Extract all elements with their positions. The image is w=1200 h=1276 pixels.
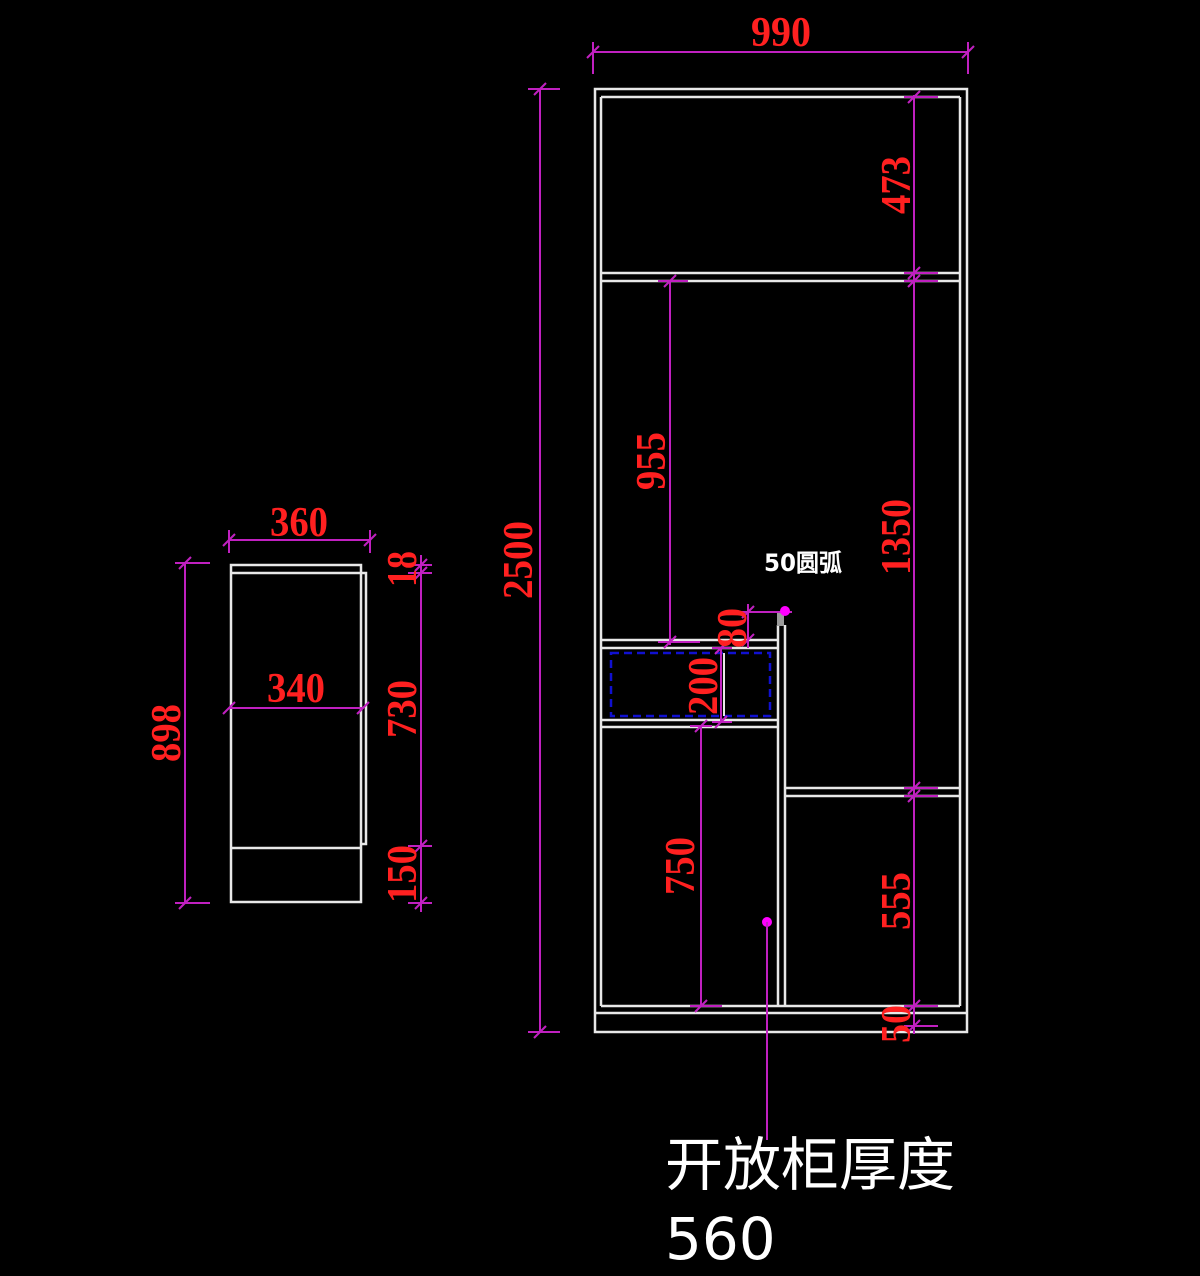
front-height-label: 2500	[496, 521, 542, 599]
drawer-height-label: 200	[681, 657, 727, 715]
thickness-caption-title: 开放柜厚度	[665, 1131, 956, 1199]
arc-note-label: 50圆弧	[764, 549, 842, 577]
inner-lower-label: 750	[658, 837, 704, 895]
front-right-base-label: 50	[874, 1005, 920, 1043]
side-mid-segment-label: 730	[380, 680, 426, 738]
thickness-caption-value: 560	[665, 1205, 776, 1273]
side-height-dimension	[175, 556, 210, 910]
front-width-label: 990	[751, 10, 811, 56]
inner-lower-dimension	[690, 719, 722, 1013]
side-segment-dimensions	[408, 555, 432, 912]
front-width-dimension	[586, 42, 975, 74]
front-right-top-label: 473	[874, 156, 920, 214]
arc-corner-mark	[777, 612, 784, 626]
inner-upper-label: 955	[629, 432, 675, 490]
drawer-highlight	[609, 651, 772, 718]
front-right-bottom-label: 555	[874, 872, 920, 930]
front-view-outline	[593, 87, 969, 1034]
front-right-mid-label: 1350	[874, 499, 920, 575]
side-bottom-segment-label: 150	[380, 845, 426, 903]
drawer-gap-label: 80	[710, 608, 756, 648]
front-height-dimension	[528, 82, 560, 1039]
side-inner-dimension	[222, 701, 370, 715]
thickness-caption: 开放柜厚度 560	[665, 1128, 955, 1276]
side-height-label: 898	[144, 704, 190, 762]
side-width-label: 360	[270, 500, 328, 546]
side-view-outline	[229, 563, 368, 904]
front-right-dimensions	[904, 90, 938, 1034]
side-view: 360 340 898 18 730	[144, 500, 432, 912]
drawer-height-dimension	[712, 641, 732, 729]
side-top-segment-label: 18	[380, 551, 426, 587]
inner-upper-dimension	[658, 274, 700, 649]
front-view: 990 2500 473 135	[496, 10, 975, 1140]
side-inner-label: 340	[267, 666, 325, 712]
side-width-dimension	[222, 530, 377, 553]
arc-marker	[780, 606, 790, 616]
